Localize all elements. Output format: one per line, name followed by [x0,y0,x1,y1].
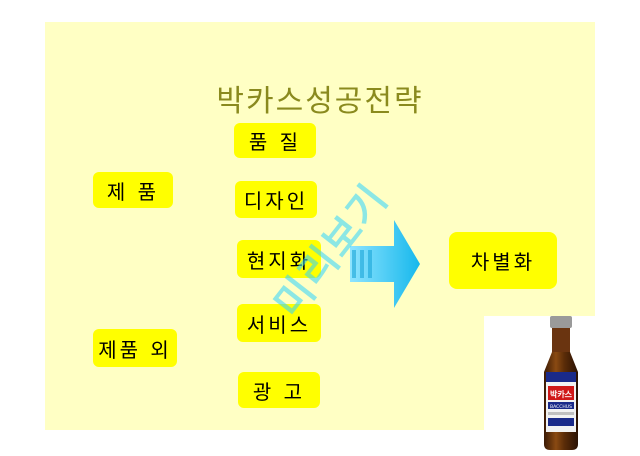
box-advertising: 광 고 [238,372,320,408]
box-design: 디자인 [235,181,317,218]
box-differentiation: 차별화 [449,232,557,289]
box-localization: 현지화 [237,240,321,278]
slide-title: 박카스성공전략 [216,84,424,119]
bottle-image: 박카스 BACCHUS [544,316,578,450]
box-quality: 품 질 [234,123,316,158]
bottle-label-text: 박카스 [550,389,573,399]
right-arrow-icon [350,220,420,308]
bacchus-bottle-photo: 박카스 BACCHUS [484,316,640,452]
bottle-label-sub: BACCHUS [550,404,572,410]
box-product: 제 품 [93,172,173,208]
box-non-product: 제품 외 [93,329,177,367]
box-service: 서비스 [237,304,321,342]
